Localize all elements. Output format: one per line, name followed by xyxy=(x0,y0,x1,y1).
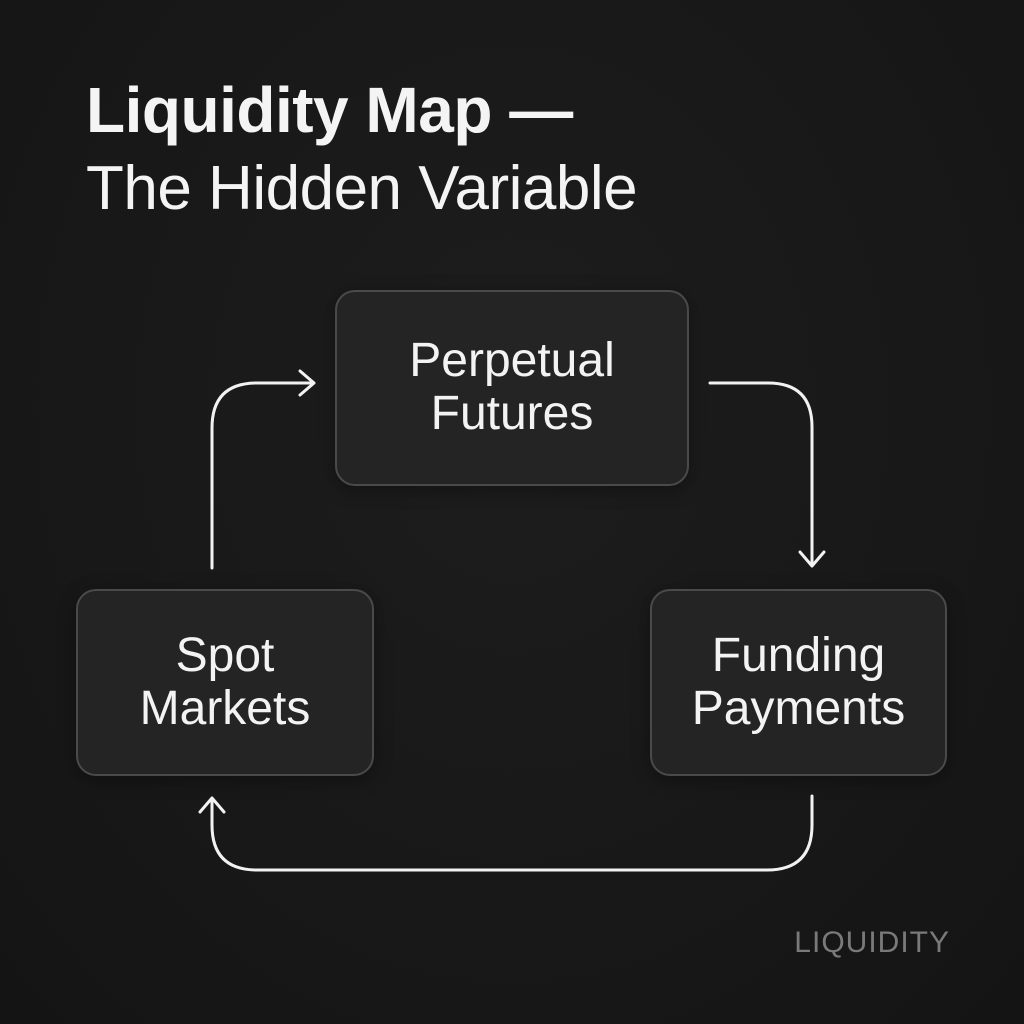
arrow-down-icon xyxy=(798,550,826,568)
title-subtitle: The Hidden Variable xyxy=(86,154,638,223)
page-title: Liquidity Map — The Hidden Variable xyxy=(86,74,638,223)
node-funding-payments: Funding Payments xyxy=(650,589,947,776)
node-label: Spot Markets xyxy=(139,628,311,735)
node-spot-markets: Spot Markets xyxy=(76,589,374,776)
title-main: Liquidity Map — xyxy=(86,74,573,146)
node-label: Funding Payments xyxy=(691,628,906,735)
watermark-text: LIQUIDITY xyxy=(794,926,950,959)
arrow-funding-to-spot xyxy=(198,794,814,872)
arrow-spot-to-perpetual xyxy=(210,369,316,570)
node-perpetual-futures: Perpetual Futures xyxy=(335,290,689,486)
arrow-right-icon xyxy=(298,369,316,397)
arrow-perpetual-to-funding xyxy=(708,381,826,568)
node-label: Perpetual Futures xyxy=(409,334,615,440)
arrow-up-icon xyxy=(198,796,226,814)
